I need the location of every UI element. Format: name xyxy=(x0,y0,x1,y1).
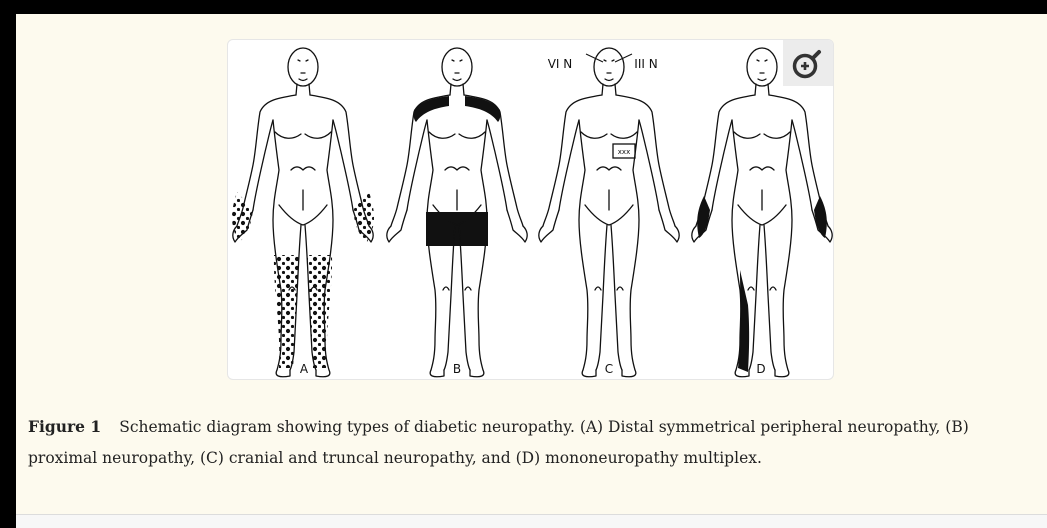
figure-a-body xyxy=(232,48,374,377)
svg-text:xxx: xxx xyxy=(618,148,630,156)
zoom-button[interactable] xyxy=(783,40,833,86)
figure-b-body xyxy=(387,48,527,377)
figure-label: Figure 1 xyxy=(28,417,101,436)
nerve-label-vi: VI N xyxy=(548,57,573,71)
panel-label-c: C xyxy=(605,362,613,376)
caption-text: Schematic diagram showing types of diabe… xyxy=(28,418,969,467)
figure-d-body xyxy=(692,48,832,377)
nerve-label-iii: III N xyxy=(634,57,657,71)
panel-label-b: B xyxy=(453,362,461,376)
figure-image[interactable]: xxx VI N III N A B C D xyxy=(227,39,834,380)
panel-label-a: A xyxy=(300,362,309,376)
neuropathy-diagram: xxx VI N III N A B C D xyxy=(228,40,833,379)
figure-c-body: xxx xyxy=(539,48,679,377)
zoom-in-icon xyxy=(783,40,833,86)
panel-label-d: D xyxy=(756,362,765,376)
footer-divider xyxy=(16,514,1047,528)
